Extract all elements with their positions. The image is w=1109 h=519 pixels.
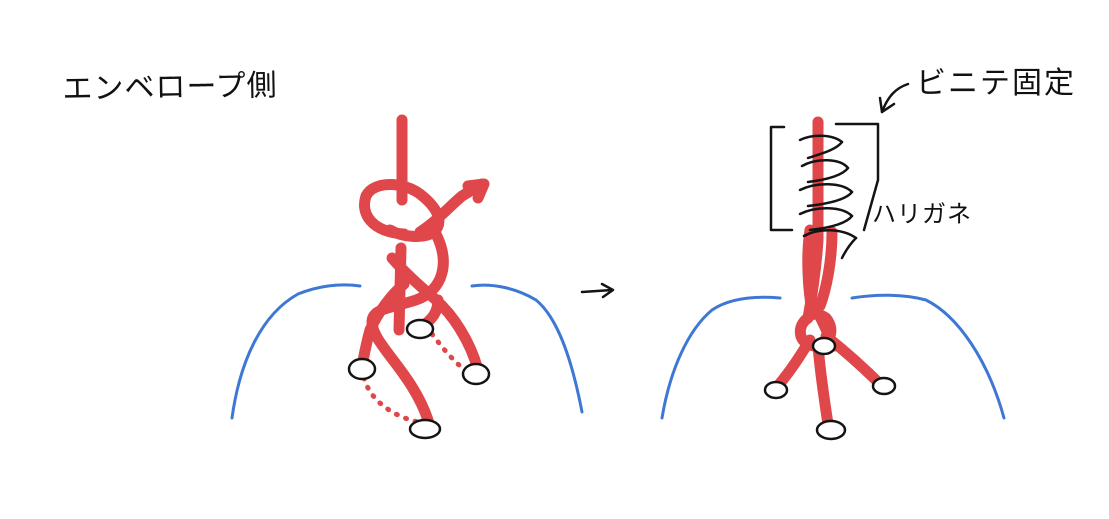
right-rope-3	[814, 226, 838, 312]
right-anchor-ring-1	[763, 380, 789, 400]
envelope-side-title: エンベロープ側	[62, 68, 278, 107]
right-envelope-outline	[660, 293, 1006, 420]
wire-label: ハリガネ	[872, 200, 972, 228]
transition-arrow	[580, 282, 615, 299]
right-strand-bottom	[812, 340, 834, 430]
left-strand-c	[356, 278, 410, 372]
left-envelope-outline	[230, 283, 584, 420]
left-arrow-rope	[414, 178, 488, 238]
left-anchor-ring-2	[405, 318, 435, 340]
right-anchor-ring-3	[871, 376, 897, 396]
callout-arrow-head	[878, 96, 896, 114]
left-knot-illustration	[230, 114, 584, 440]
callout-arrow	[880, 82, 910, 114]
left-anchor-ring-1	[347, 357, 377, 381]
right-bracket-left	[769, 125, 794, 232]
left-anchor-ring-3	[461, 362, 491, 386]
right-knot-illustration	[660, 82, 1006, 441]
left-anchor-ring-4	[408, 418, 442, 440]
right-strand-left	[770, 334, 816, 394]
tape-fixing-label: ビニテ固定	[916, 66, 1076, 101]
left-arrow-head	[462, 178, 490, 204]
right-anchor-ring-2	[811, 336, 837, 356]
wire-coil	[798, 134, 858, 260]
right-anchor-ring-4	[815, 419, 847, 441]
right-bracket-right	[834, 122, 880, 232]
